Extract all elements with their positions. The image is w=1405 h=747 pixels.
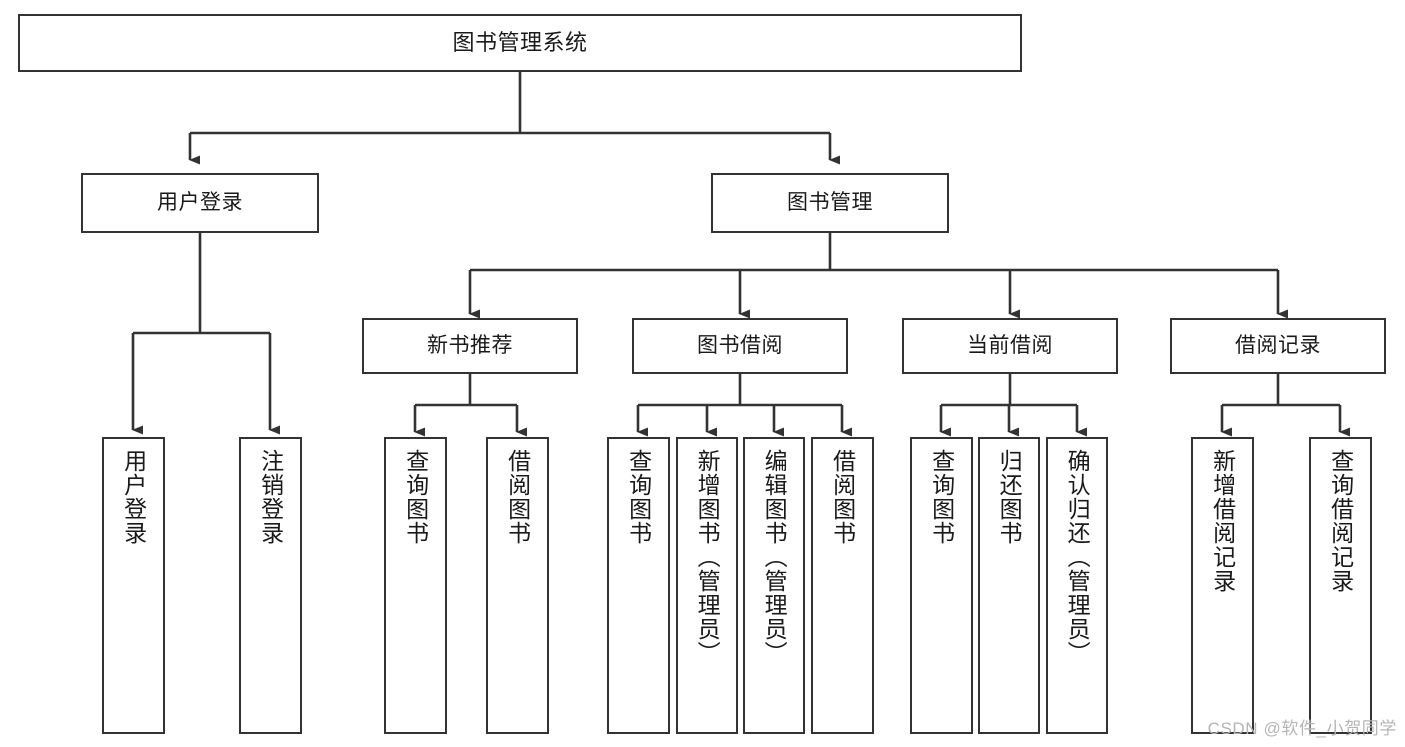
leaf-confirm-return[interactable]: 确认归还（管理员） bbox=[1046, 437, 1108, 734]
node-user-login[interactable]: 用户登录 bbox=[81, 173, 319, 233]
node-label: 新书推荐 bbox=[427, 333, 513, 357]
leaf-query-borrow-record[interactable]: 查询借阅记录 bbox=[1309, 437, 1372, 734]
leaf-logout-login[interactable]: 注销登录 bbox=[239, 437, 302, 734]
leaf-add-book[interactable]: 新增图书（管理员） bbox=[676, 437, 738, 734]
node-label: 借阅图书 bbox=[504, 449, 531, 545]
leaf-borrow-book-recommend[interactable]: 借阅图书 bbox=[486, 437, 549, 734]
node-root-book-management-system[interactable]: 图书管理系统 bbox=[18, 14, 1022, 72]
node-label: 查询图书 bbox=[402, 449, 429, 545]
leaf-query-book-current[interactable]: 查询图书 bbox=[910, 437, 973, 734]
node-label: 图书管理 bbox=[787, 190, 873, 214]
node-label: 查询借阅记录 bbox=[1327, 449, 1354, 593]
node-label: 用户登录 bbox=[157, 190, 243, 214]
node-book-borrow[interactable]: 图书借阅 bbox=[632, 318, 848, 374]
node-label: 新增借阅记录 bbox=[1209, 449, 1236, 593]
node-label: 查询图书 bbox=[625, 449, 652, 545]
leaf-query-book-recommend[interactable]: 查询图书 bbox=[384, 437, 447, 734]
node-label: 查询图书 bbox=[928, 449, 955, 545]
node-label: 借阅记录 bbox=[1235, 333, 1321, 357]
node-label: 图书管理系统 bbox=[452, 30, 588, 56]
node-label: 编辑图书（管理员） bbox=[761, 449, 788, 665]
leaf-query-book-borrow[interactable]: 查询图书 bbox=[607, 437, 670, 734]
leaf-borrow-book[interactable]: 借阅图书 bbox=[811, 437, 874, 734]
leaf-return-book[interactable]: 归还图书 bbox=[978, 437, 1040, 734]
node-label: 确认归还（管理员） bbox=[1064, 449, 1091, 665]
leaf-edit-book[interactable]: 编辑图书（管理员） bbox=[743, 437, 805, 734]
node-label: 图书借阅 bbox=[697, 333, 783, 357]
node-label: 借阅图书 bbox=[829, 449, 856, 545]
node-book-management[interactable]: 图书管理 bbox=[711, 173, 949, 233]
node-new-book-recommend[interactable]: 新书推荐 bbox=[362, 318, 578, 374]
node-current-borrow[interactable]: 当前借阅 bbox=[902, 318, 1118, 374]
leaf-add-borrow-record[interactable]: 新增借阅记录 bbox=[1191, 437, 1254, 734]
node-label: 用户登录 bbox=[120, 449, 147, 545]
node-label: 当前借阅 bbox=[967, 333, 1053, 357]
leaf-user-login[interactable]: 用户登录 bbox=[102, 437, 165, 734]
csdn-watermark: CSDN @软件_小贺同学 bbox=[1207, 719, 1397, 738]
node-label: 注销登录 bbox=[257, 449, 284, 545]
node-borrow-record[interactable]: 借阅记录 bbox=[1170, 318, 1386, 374]
node-label: 归还图书 bbox=[996, 449, 1023, 545]
node-label: 新增图书（管理员） bbox=[694, 449, 721, 665]
